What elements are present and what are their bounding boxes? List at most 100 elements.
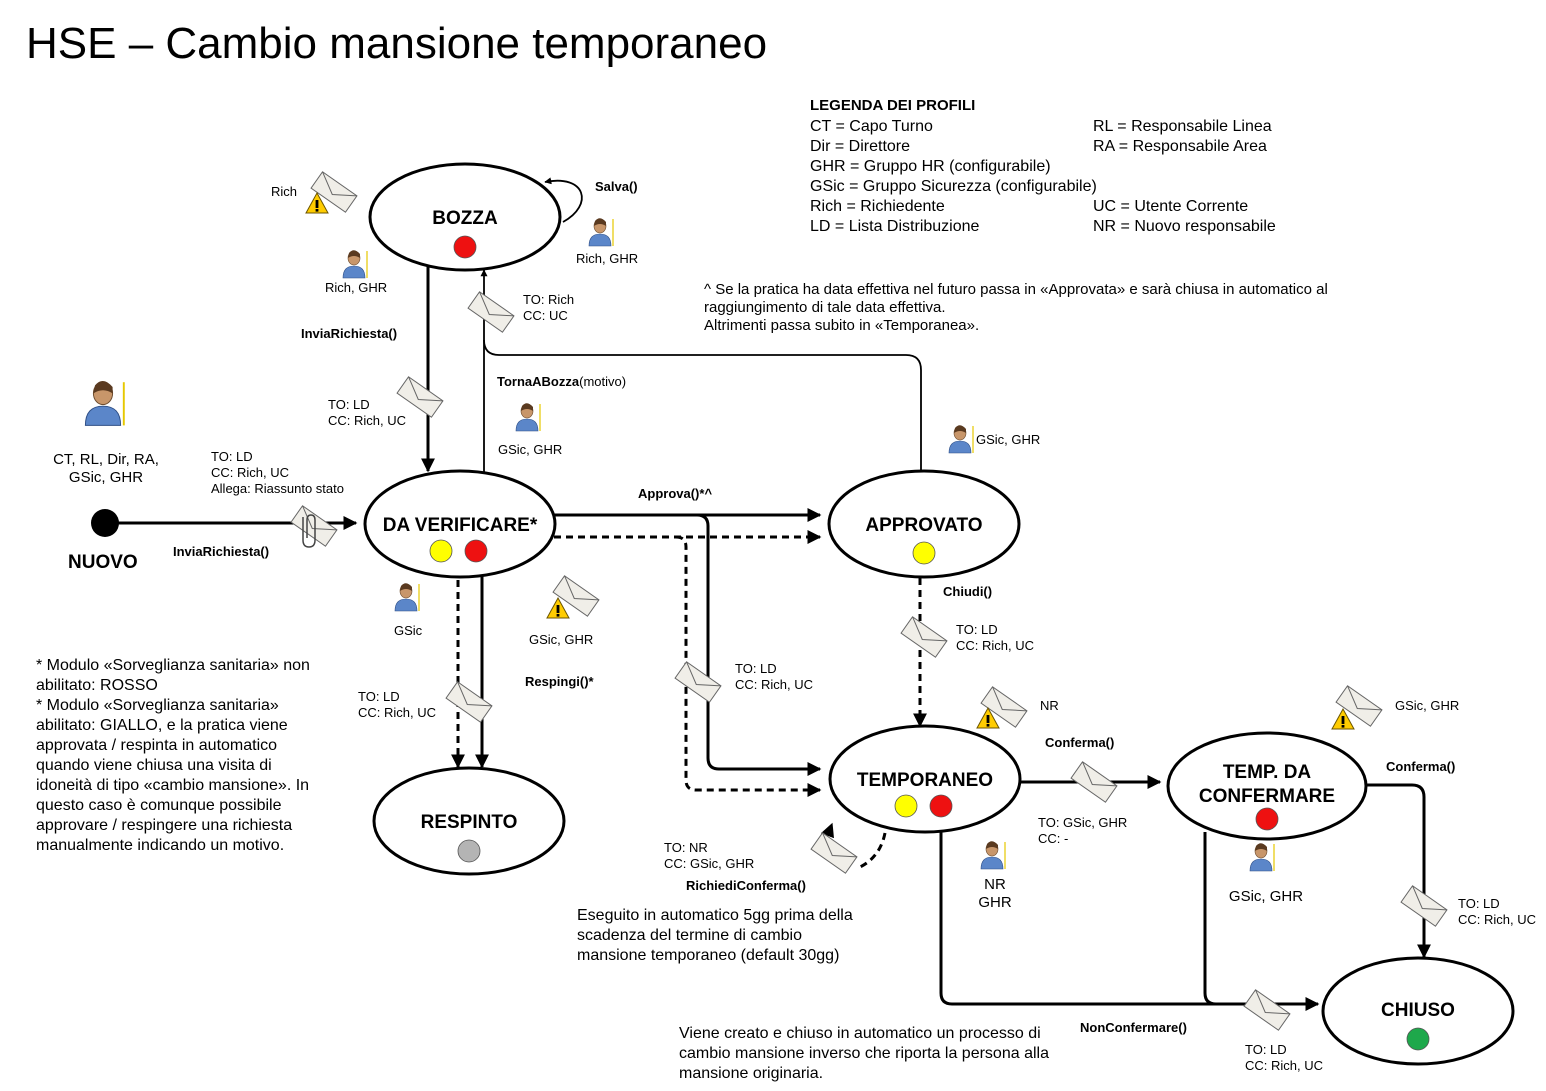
status-dot-grey [457, 839, 481, 863]
attachment-icon [302, 514, 316, 548]
mail-line: CC: Rich, UC [956, 638, 1034, 653]
actor-tdc-user: GSic, GHR [1229, 888, 1303, 905]
mail-richiedi-conferma: TO: NR CC: GSic, GHR [664, 840, 754, 871]
status-dot-yellow [912, 541, 936, 565]
mail-conferma: TO: GSic, GHR CC: - [1038, 815, 1127, 846]
actor-initial-line2: GSic, GHR [69, 469, 143, 486]
note-line: quando viene chiusa una visita di [36, 757, 272, 774]
state-temporaneo-label: TEMPORANEO [857, 770, 993, 791]
state-chiuso: CHIUSO [1321, 956, 1515, 1066]
note-inverso: Viene creato e chiuso in automatico un p… [679, 1025, 1049, 1082]
mail-icon [467, 291, 515, 333]
status-dot-yellow [429, 539, 453, 563]
note-modulo: * Modulo «Sorveglianza sanitaria» non ab… [36, 657, 310, 854]
actor-labels: CT, RL, Dir, RA, GSic, GHR Rich, GHR Ric… [53, 184, 1459, 911]
user-icon [342, 249, 368, 279]
arrow-richiedi-conferma [857, 832, 887, 870]
legend-item: Rich = Richiedente [810, 198, 945, 215]
mail-icon [396, 376, 444, 418]
status-dot-yellow [894, 794, 918, 818]
note-line: abilitato: GIALLO, e la pratica viene [36, 717, 288, 734]
state-da-verificare: DA VERIFICARE* [363, 469, 557, 579]
note-line: scadenza del termine di cambio [577, 927, 802, 944]
arrow-da-verificare-to-temporaneo-auto [675, 535, 822, 797]
mail-icon [674, 661, 722, 703]
initial-user-icon [84, 380, 125, 427]
mail-line: TO: GSic, GHR [1038, 815, 1127, 830]
state-temp-da-confermare-line1: TEMP. DA [1223, 762, 1312, 783]
actor-bozza-left: Rich, GHR [325, 280, 387, 295]
legend-item: GHR = Gruppo HR (configurabile) [810, 158, 1051, 175]
user-icon [980, 840, 1006, 870]
mail-chiuso-right: TO: LD CC: Rich, UC [1458, 896, 1536, 927]
arrow-non-confermare-2 [1203, 832, 1217, 1006]
status-dot-green [1406, 1027, 1430, 1051]
note-line: * Modulo «Sorveglianza sanitaria» non [36, 657, 310, 674]
actor-approvato: GSic, GHR [976, 432, 1040, 447]
mail-line: Allega: Riassunto stato [211, 481, 344, 496]
actor-respingi-notification: GSic, GHR [529, 632, 593, 647]
mail-line: CC: UC [523, 308, 568, 323]
mail-approva-temporaneo: TO: LD CC: Rich, UC [735, 661, 813, 692]
actor-temporaneo-line1: NR [984, 876, 1006, 893]
mail-icon [1070, 761, 1118, 803]
actor-torna-a-bozza: GSic, GHR [498, 442, 562, 457]
note-approvata: ^ Se la pratica ha data effettiva nel fu… [704, 281, 1328, 334]
user-icon [948, 424, 974, 454]
note-line: Altrimenti passa subito in «Temporanea». [704, 317, 979, 334]
note-line: approvata / respinta in automatico [36, 737, 277, 754]
legend-item: RA = Responsabile Area [1093, 138, 1267, 155]
legend-item: Dir = Direttore [810, 138, 910, 155]
note-line: cambio mansione inverso che riporta la p… [679, 1045, 1049, 1062]
note-line: mansione temporaneo (default 30gg) [577, 947, 839, 964]
state-temp-da-confermare: TEMP. DA CONFERMARE [1166, 731, 1368, 841]
mail-line: TO: LD [1245, 1042, 1287, 1057]
status-dot-red [453, 235, 477, 259]
state-nuovo-label: NUOVO [68, 552, 138, 573]
mail-line: CC: Rich, UC [735, 677, 813, 692]
action-torna-a-bozza: TornaABozza(motivo) [497, 374, 626, 389]
state-temp-da-confermare-line2: CONFERMARE [1199, 786, 1335, 807]
action-conferma-temporaneo: Conferma() [1045, 735, 1114, 750]
user-icon [1249, 842, 1275, 872]
action-non-confermare: NonConfermare() [1080, 1020, 1187, 1035]
note-line: manualmente indicando un motivo. [36, 837, 284, 854]
note-line: approvare / respingere una richiesta [36, 817, 292, 834]
legend-heading: LEGENDA DEI PROFILI [810, 97, 975, 114]
mail-icon [810, 832, 858, 874]
note-line: idoneità di tipo «cambio mansione». In [36, 777, 309, 794]
mail-initial: TO: LD CC: Rich, UC Allega: Riassunto st… [211, 449, 344, 496]
legend-item: GSic = Gruppo Sicurezza (configurabile) [810, 178, 1097, 195]
actor-initial-line1: CT, RL, Dir, RA, [53, 451, 159, 468]
mail-line: CC: Rich, UC [328, 413, 406, 428]
legend-item: CT = Capo Turno [810, 118, 933, 135]
state-approvato-label: APPROVATO [865, 515, 982, 536]
mail-icon [290, 505, 338, 547]
mail-line: TO: Rich [523, 292, 574, 307]
action-salva: Salva() [595, 179, 638, 194]
state-bozza: BOZZA [368, 162, 562, 272]
state-respinto-label: RESPINTO [421, 812, 518, 833]
note-line: * Modulo «Sorveglianza sanitaria» [36, 697, 279, 714]
note-line: abilitato: ROSSO [36, 677, 158, 694]
page-title: HSE – Cambio mansione temporaneo [26, 19, 767, 68]
note-line: Eseguito in automatico 5gg prima della [577, 907, 853, 924]
state-temporaneo: TEMPORANEO [828, 724, 1022, 834]
mail-line: CC: Rich, UC [211, 465, 289, 480]
action-respingi: Respingi()* [525, 674, 595, 689]
actor-respingi-user: GSic [394, 623, 423, 638]
user-icon [515, 402, 541, 432]
mail-icon [445, 681, 493, 723]
mail-line: TO: NR [664, 840, 708, 855]
mail-labels: TO: LD CC: Rich, UC Allega: Riassunto st… [211, 292, 1536, 1073]
mail-line: TO: LD [211, 449, 253, 464]
status-dot-red [1255, 807, 1279, 831]
note-line: Viene creato e chiuso in automatico un p… [679, 1025, 1041, 1042]
mail-respingi: TO: LD CC: Rich, UC [358, 689, 436, 720]
arrow-da-verificare-to-temporaneo [696, 513, 822, 776]
arrow-non-confermare-1 [939, 830, 1320, 1011]
legend-item: NR = Nuovo responsabile [1093, 218, 1276, 235]
actor-temporaneo-notification: NR [1040, 698, 1059, 713]
mail-icon [900, 616, 948, 658]
action-approva: Approva()*^ [638, 486, 712, 501]
